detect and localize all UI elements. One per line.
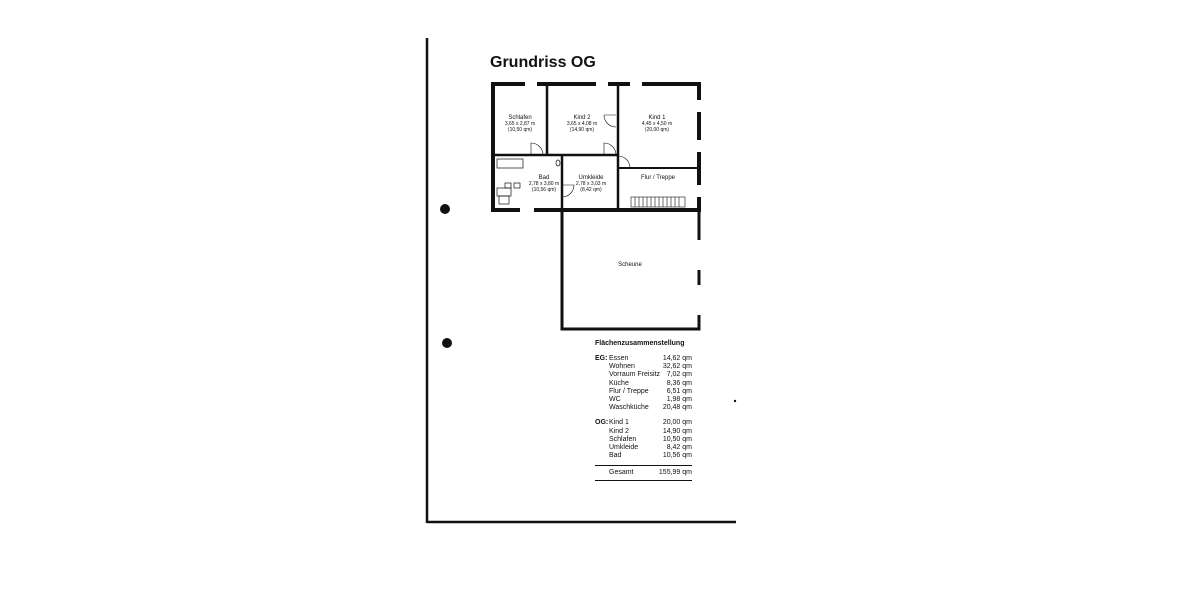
room-label: Vorraum Freisitz <box>609 371 660 379</box>
room-area-value: 1,98 qm <box>666 395 692 403</box>
floor-label <box>595 380 609 388</box>
floor-label <box>595 396 609 404</box>
total-value: 155,99 qm <box>658 469 692 477</box>
summary-row: WC 1,98 qm <box>595 396 692 404</box>
floor-label: OG: <box>595 419 609 427</box>
room-area-value: 8,36 qm <box>666 379 692 387</box>
room-name: Flur / Treppe <box>640 175 676 181</box>
room-area-value: 14,62 qm <box>662 355 692 362</box>
room-area-value: 8,42 qm <box>666 443 692 451</box>
room-area: (20,00 qm) <box>644 127 670 133</box>
room-name: Kind 2 <box>573 115 591 121</box>
room-label: Kind 2 <box>609 427 629 435</box>
summary-row: Flur / Treppe 6,51 qm <box>595 388 692 396</box>
floor-label <box>595 371 609 379</box>
room-label: Kind 1 <box>609 419 629 427</box>
room-label: Bad <box>609 452 622 460</box>
room-label: Küche <box>609 379 629 387</box>
room-dim: 3,65 x 2,87 m <box>504 121 536 127</box>
summary-row: Umkleide 8,42 qm <box>595 444 692 452</box>
windows <box>520 82 701 315</box>
total-row: Gesamt 155,99 qm <box>595 465 692 482</box>
room-area-value: 10,56 qm <box>662 452 692 460</box>
room-name: Schlafen <box>508 115 532 121</box>
room-name: Scheune <box>618 262 642 268</box>
room-area: (8,42 qm) <box>580 187 602 193</box>
room-label: Essen <box>609 355 629 362</box>
summary-row: Schlafen 10,50 qm <box>595 436 692 444</box>
floor-label <box>595 452 609 460</box>
floor-label <box>595 388 609 396</box>
room-area-value: 20,00 qm <box>662 419 692 427</box>
floor-label <box>595 404 609 412</box>
room-area-value: 6,51 qm <box>666 387 692 395</box>
room-name: Umkleide <box>578 175 604 181</box>
summary-row: Wohnen 32,62 qm <box>595 363 692 371</box>
bathroom-fixtures <box>496 158 561 205</box>
room-area: (10,56 qm) <box>531 187 557 193</box>
room-label: WC <box>609 395 621 403</box>
summary-row: Küche 8,36 qm <box>595 380 692 388</box>
room-label: Umkleide <box>609 443 639 451</box>
room-dim: 4,45 x 4,50 m <box>641 121 673 127</box>
room-scheune: Scheune <box>618 262 642 268</box>
summary-row: OG:Kind 1 20,00 qm <box>595 419 692 427</box>
room-dim: 2,78 x 3,80 m <box>528 181 560 187</box>
room-area: (14,90 qm) <box>569 127 595 133</box>
scan-marks <box>440 204 737 403</box>
room-area-value: 10,50 qm <box>662 435 692 443</box>
room-area-value: 7,02 qm <box>666 371 692 379</box>
summary-row: Waschküche 20,48 qm <box>595 404 692 412</box>
summary-row: Kind 2 14,90 qm <box>595 428 692 436</box>
room-label: Wohnen <box>609 363 635 371</box>
room-dim: 3,65 x 4,08 m <box>566 121 598 127</box>
room-area-value: 14,90 qm <box>662 427 692 435</box>
floor-label <box>595 428 609 436</box>
room-name: Kind 1 <box>648 115 666 121</box>
area-summary-table: Flächenzusammenstellung EG:Essen 14,62 qm… <box>595 340 692 482</box>
summary-row: Bad 10,56 qm <box>595 452 692 460</box>
room-label: Schlafen <box>609 435 637 443</box>
page-title: Grundriss OG <box>490 54 596 71</box>
floor-label: EG: <box>595 355 608 362</box>
room-dim: 2,78 x 3,03 m <box>575 181 607 187</box>
floor-label <box>595 444 609 452</box>
doors <box>530 114 631 198</box>
summary-row: Vorraum Freisitz 7,02 qm <box>595 371 692 379</box>
summary-row: EG:Essen 14,62 qm <box>595 355 692 363</box>
room-flur: Flur / Treppe <box>641 175 675 181</box>
room-area-value: 20,48 qm <box>662 404 692 412</box>
room-label: Flur / Treppe <box>609 387 649 395</box>
room-area: (10,50 qm) <box>507 127 533 133</box>
floor-label <box>595 363 609 371</box>
room-name: Bad <box>538 175 550 181</box>
summary-heading: Flächenzusammenstellung <box>595 340 685 347</box>
room-label: Waschküche <box>609 404 649 412</box>
floor-label <box>595 436 609 444</box>
stairs <box>630 196 686 208</box>
total-label: Gesamt <box>609 469 634 477</box>
room-area-value: 32,62 qm <box>662 363 692 371</box>
